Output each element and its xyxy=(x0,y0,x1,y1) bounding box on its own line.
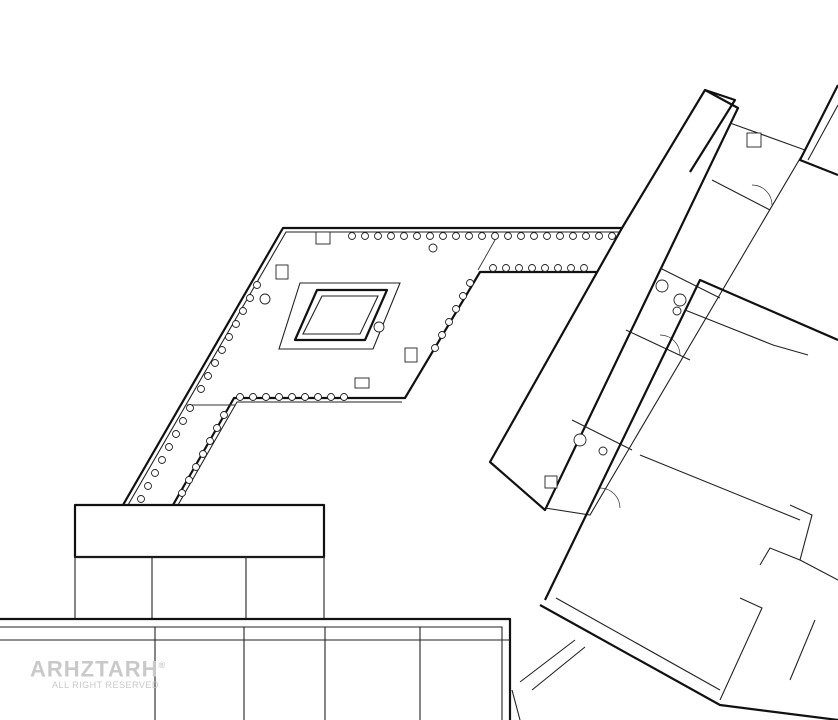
south-block xyxy=(0,503,521,720)
east-rooms xyxy=(519,84,838,720)
room-wing xyxy=(488,89,806,516)
central-atrium xyxy=(259,243,438,389)
seating-rows xyxy=(137,231,616,503)
lobby-hall-outline xyxy=(122,88,737,506)
